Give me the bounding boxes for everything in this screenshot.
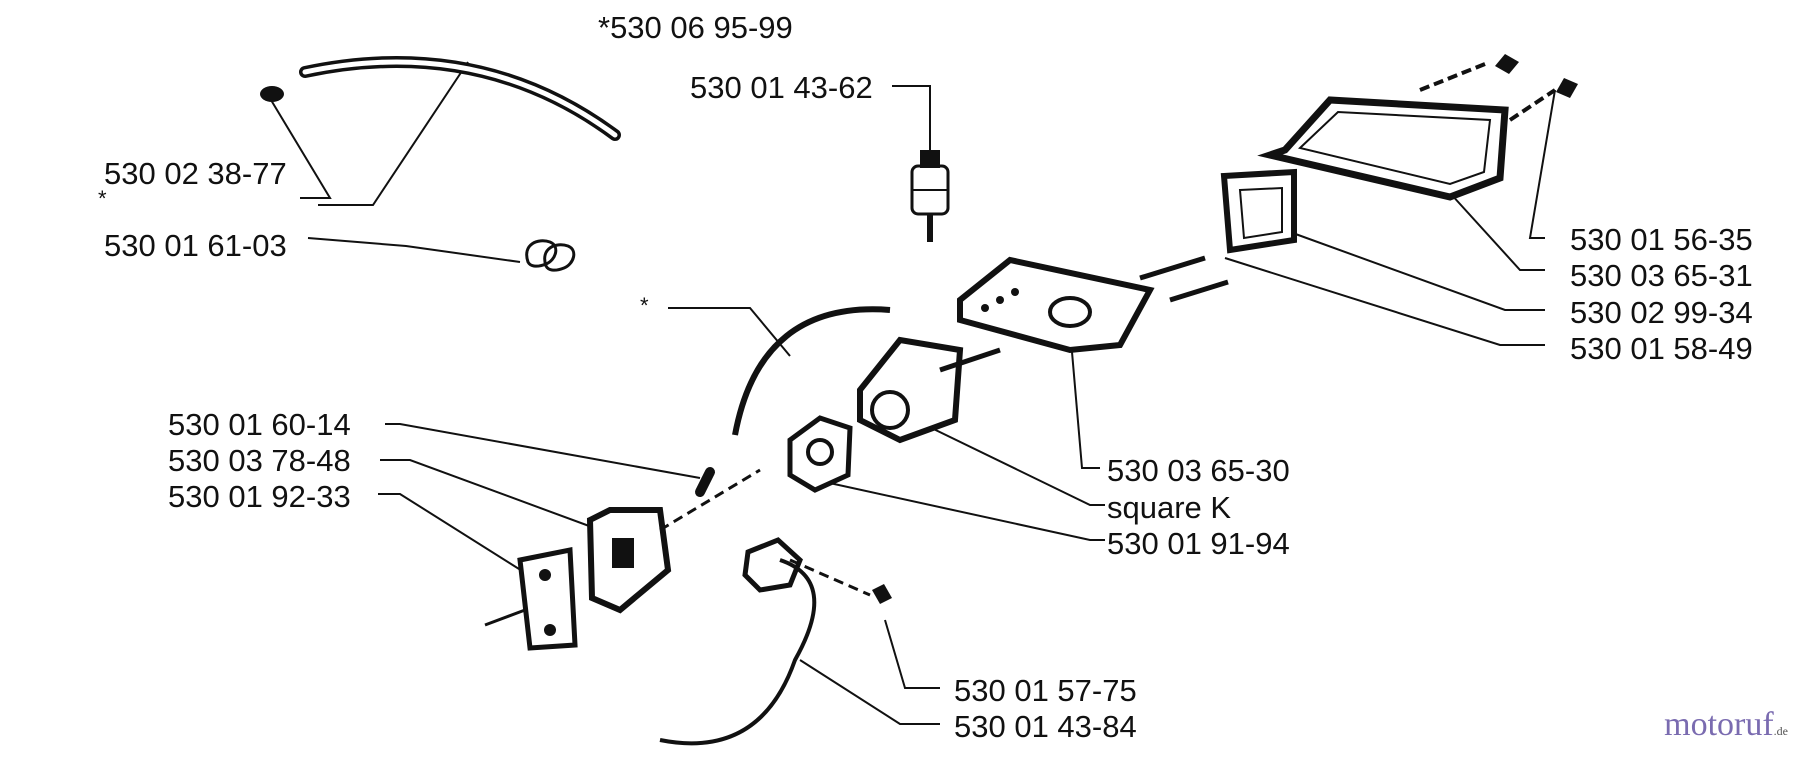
clip-drawing [525,239,576,272]
gasket-label: 530 01 91-94 [1107,526,1290,561]
intake-drawing [586,468,761,614]
air-filter-drawing [1139,168,1297,303]
plate-label: 530 01 92-33 [168,479,351,514]
watermark-suffix: .de [1773,724,1788,738]
gasket-drawing [787,415,853,493]
star-left: * [98,186,107,211]
star-mid: * [640,293,649,318]
fuel-cap-drawing [260,86,284,102]
carburetor-label: square K [1107,490,1232,525]
screw-top-label: 530 01 56-35 [1570,222,1753,257]
throttle-cable-label: 530 01 43-84 [954,709,1137,744]
fuel-cap-label: 530 02 38-77 [104,156,287,191]
long-screw-label: 530 01 58-49 [1570,331,1753,366]
filter-drawing [910,150,950,242]
intake-label: 530 03 78-48 [168,443,351,478]
clip-label: 530 01 61-03 [104,228,287,263]
air-filter-label: 530 02 99-34 [1570,295,1753,330]
carburetor-drawing [857,336,1001,444]
watermark: motoruf.de [1664,708,1788,742]
throttle-lever-drawing [742,537,892,604]
screw-a-drawing [695,467,715,497]
throttle-cable-drawing [659,558,817,746]
air-cover-drawing [1257,54,1578,201]
plate-drawing [484,546,578,651]
screw-a-label: 530 01 60-14 [168,407,351,442]
base-plate-drawing [957,256,1155,354]
screw-b-label: 530 01 57-75 [954,673,1137,708]
fuel-line-long-drawing [299,56,621,141]
filter-label: 530 01 43-62 [690,70,873,105]
base-plate-label: 530 03 65-30 [1107,453,1290,488]
watermark-main: motoruf [1664,706,1774,743]
impulse-tube-drawing [732,306,891,436]
top-kit-label: *530 06 95-99 [598,10,793,45]
air-cover-label: 530 03 65-31 [1570,258,1753,293]
